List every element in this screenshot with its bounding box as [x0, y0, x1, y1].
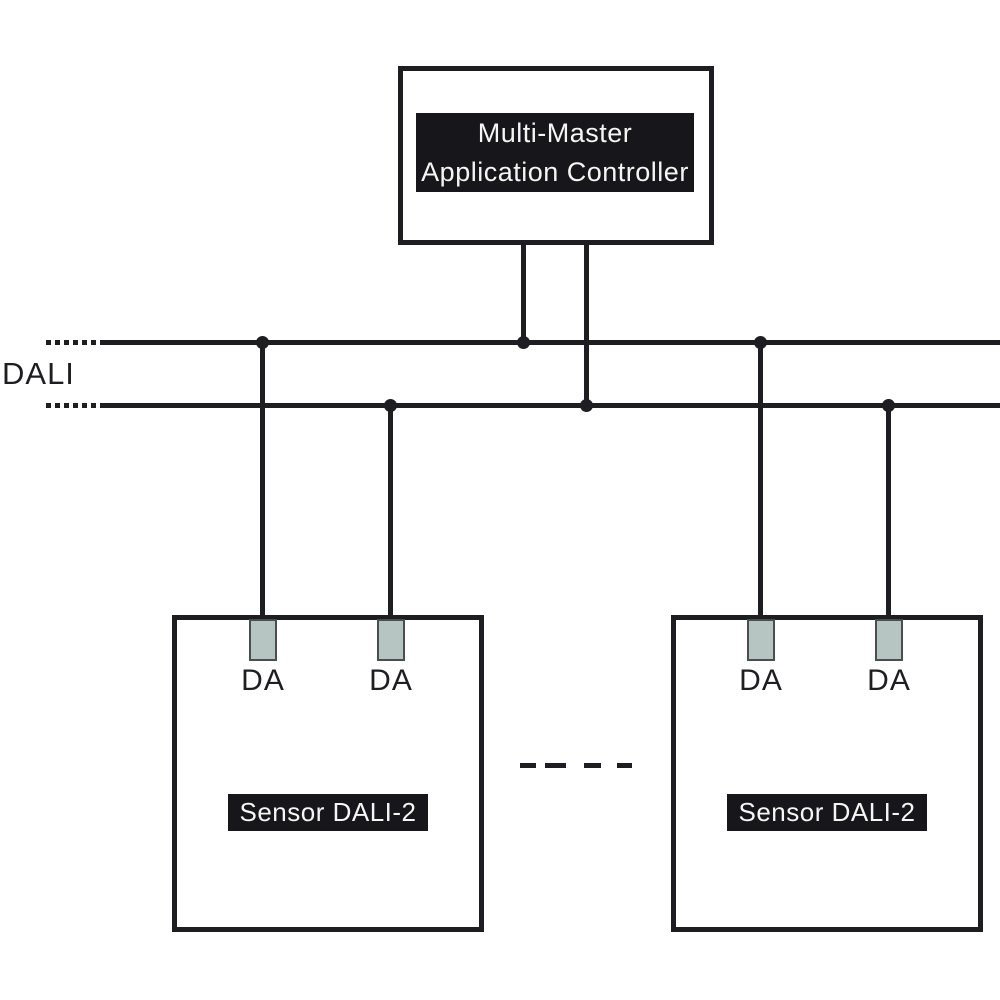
sensor2-left-drop-wire: [758, 342, 763, 620]
junction-dot: [882, 399, 895, 412]
terminal-label: DA: [867, 664, 911, 697]
sensor1-box: [172, 615, 484, 932]
terminal-label: DA: [369, 664, 413, 697]
controller-label-badge: Multi-Master Application Controller: [416, 113, 694, 192]
sensor2-box: [671, 615, 983, 932]
bus-wire-bottom-dotted-end: [46, 403, 104, 408]
terminal-label: DA: [739, 664, 783, 697]
sensor1-label-badge: Sensor DALI-2: [228, 794, 428, 831]
continuation-dash: [617, 763, 632, 768]
junction-dot: [384, 399, 397, 412]
continuation-dash: [520, 763, 536, 768]
bus-wire-top-dotted-end: [46, 340, 104, 345]
continuation-dash: [584, 763, 601, 768]
continuation-dash: [545, 763, 566, 768]
sensor1-right-drop-wire: [388, 405, 393, 620]
da-terminal-icon: [747, 619, 775, 661]
controller-label-line2: Application Controller: [421, 156, 689, 187]
controller-leg-left-wire: [521, 243, 526, 343]
controller-leg-right-wire: [584, 243, 589, 407]
junction-dot: [580, 399, 593, 412]
bus-wire-top: [103, 340, 1000, 345]
terminal-label: DA: [241, 664, 285, 697]
da-terminal-icon: [875, 619, 903, 661]
sensor2-label-badge: Sensor DALI-2: [727, 794, 927, 831]
sensor1-left-drop-wire: [260, 342, 265, 620]
da-terminal-icon: [249, 619, 277, 661]
junction-dot: [754, 336, 767, 349]
controller-label-line1: Multi-Master: [477, 117, 633, 148]
sensor2-right-drop-wire: [886, 405, 891, 620]
bus-label: DALI: [2, 356, 75, 391]
junction-dot: [256, 336, 269, 349]
bus-wire-bottom: [103, 403, 1000, 408]
da-terminal-icon: [377, 619, 405, 661]
junction-dot: [517, 336, 530, 349]
